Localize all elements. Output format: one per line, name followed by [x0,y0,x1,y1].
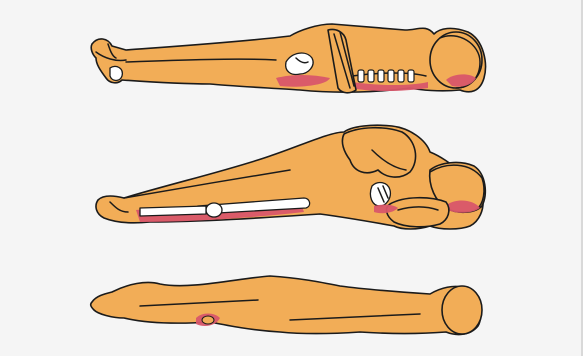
lateral-hand [387,198,449,227]
prone-head [442,286,482,334]
lateral-knee-bone [206,203,222,217]
prone-knee-bone [202,316,214,324]
lateral-shin-bone [140,206,206,216]
prone-figure [91,276,482,334]
lateral-figure [96,125,485,229]
supine-figure [91,24,485,93]
supine-heel-bone [110,66,122,80]
